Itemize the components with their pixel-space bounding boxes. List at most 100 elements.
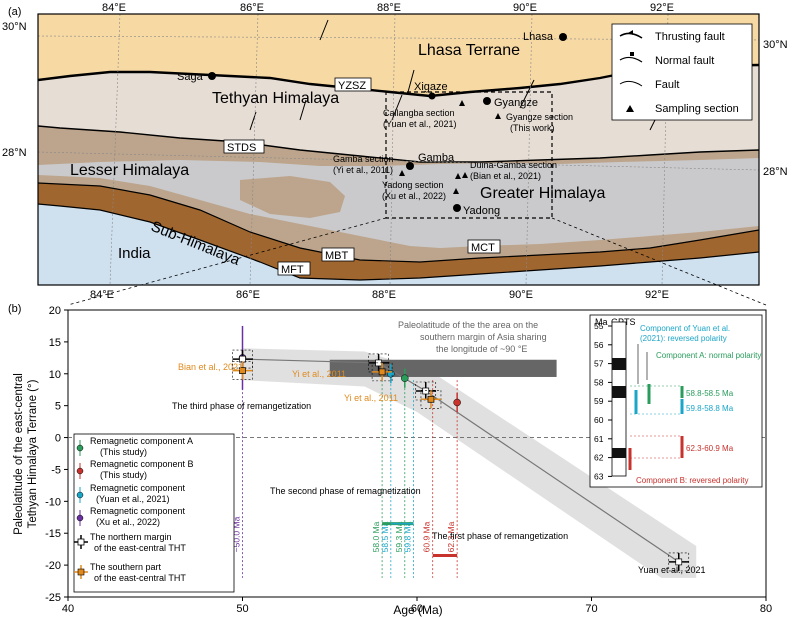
annotation-paleo-3: the longitude of ~90 °E bbox=[436, 344, 527, 354]
data-point-square bbox=[239, 367, 246, 374]
section-yadong-2: (Xu et al., 2022) bbox=[382, 191, 446, 201]
x-tick-label: 80 bbox=[760, 603, 772, 615]
section-yadong-1: Yadong section bbox=[382, 180, 443, 190]
annotation-yi-b: Yi et al., 2011 bbox=[344, 393, 398, 403]
y-tick-label: 20 bbox=[49, 305, 61, 317]
x-axis-label: Age (Ma) bbox=[393, 603, 442, 617]
y-tick-label: -5 bbox=[51, 464, 61, 476]
chart-legend: Remagnetic component A (This study) Rema… bbox=[73, 433, 235, 593]
city-gyangze: Gyangze bbox=[494, 97, 538, 109]
legend-comp-b-2: (This study) bbox=[100, 470, 147, 480]
lon-top-92: 92°E bbox=[650, 2, 674, 14]
legend-south-1: The southern part bbox=[90, 562, 162, 572]
y-tick-label: -10 bbox=[45, 496, 61, 508]
y-tick-label: 10 bbox=[49, 369, 61, 381]
sampling-sections: Cailangba section (Yuan et al., 2021) Gy… bbox=[333, 100, 573, 201]
lon-top-84: 84°E bbox=[102, 2, 126, 14]
map-tick-labels: 84°E 86°E 88°E 90°E 92°E 84°E 86°E 88°E … bbox=[2, 2, 788, 301]
y-tick-label: -20 bbox=[45, 560, 61, 572]
section-duina-1: Duina-Gamba section bbox=[470, 160, 557, 170]
section-cailangba-1: Cailangba section bbox=[383, 108, 455, 118]
annotation-paleo-1: Paleolatitude of the the area on the bbox=[398, 320, 538, 330]
cities: Lhasa Saga Xigaze Gyangze Gamba Yadong bbox=[177, 31, 567, 217]
y-tick-label: 0 bbox=[55, 433, 61, 445]
lat-right-30: 30°N bbox=[763, 39, 788, 51]
gpts-tick-label: 58 bbox=[594, 377, 604, 387]
data-point-square bbox=[378, 368, 386, 376]
asia-margin-paleolatitude-bar bbox=[329, 359, 557, 377]
age-vline-label: ~50.0 Ma bbox=[232, 516, 242, 552]
age-vline-label: 58.0 Ma bbox=[371, 521, 381, 552]
label-mct: MCT bbox=[471, 242, 495, 254]
data-point-circle bbox=[401, 374, 409, 382]
section-gyangze-1: Gyangze section bbox=[506, 112, 573, 122]
mct-fault-line bbox=[38, 182, 759, 263]
section-gamba-2: (Yi et al., 2011) bbox=[333, 165, 393, 175]
data-point-square bbox=[675, 558, 683, 566]
gpts-tick-label: 62 bbox=[594, 453, 604, 463]
gpts-comp-yuan-1: Component of Yuan et al. bbox=[640, 324, 730, 333]
gpts-chron-3 bbox=[612, 448, 626, 458]
annotation-first-phase: The first phase of remangetization bbox=[432, 531, 568, 541]
lon-bottom-92: 92°E bbox=[645, 289, 669, 301]
lat-left-30: 30°N bbox=[2, 21, 27, 33]
gpts-comp-b: Component B: reversed polarity bbox=[636, 476, 749, 485]
legend-south-2: of the east-central THT bbox=[94, 573, 186, 583]
gpts-tick-label: 55 bbox=[594, 321, 604, 331]
data-point-square bbox=[427, 395, 435, 403]
lesser-himalaya-window bbox=[240, 176, 345, 218]
sub-himalaya-region bbox=[38, 183, 759, 280]
connector-left bbox=[67, 217, 387, 306]
lon-top-88: 88°E bbox=[377, 2, 401, 14]
section-gamba-1: Gamba section bbox=[333, 154, 394, 164]
legend-comp-a-2: (This study) bbox=[100, 447, 147, 457]
gpts-tick-label: 61 bbox=[594, 434, 604, 444]
y-tick-label: -25 bbox=[45, 592, 61, 604]
gpts-chron-1 bbox=[612, 358, 626, 370]
gpts-range-1: 58.8-58.5 Ma bbox=[686, 389, 734, 398]
annotation-bian: Bian et al., 2021 bbox=[178, 362, 243, 372]
lon-top-90: 90°E bbox=[513, 2, 537, 14]
x-tick-label: 50 bbox=[236, 603, 248, 615]
legend-comp-yuan-1: Remagnetic component bbox=[90, 483, 186, 493]
legend-sampling-section: Sampling section bbox=[655, 103, 739, 115]
y-axis-label-line2: Tethyan Himalaya Terrane (°) bbox=[27, 379, 39, 528]
gpts-range-2: 59.8-58.8 Ma bbox=[686, 404, 734, 413]
legend-north-2: of the east-central THT bbox=[94, 543, 186, 553]
x-tick-label: 70 bbox=[585, 603, 597, 615]
internal-faults bbox=[249, 19, 661, 131]
x-tick-label: 40 bbox=[62, 603, 74, 615]
panel-b-label: (b) bbox=[8, 303, 21, 315]
section-duina-2: (Bian et al., 2021) bbox=[470, 171, 541, 181]
legend-fault: Fault bbox=[655, 79, 679, 91]
city-xigaze: Xigaze bbox=[414, 81, 448, 93]
label-tethyan-himalaya: Tethyan Himalaya bbox=[212, 90, 339, 107]
legend-normal-fault: Normal fault bbox=[655, 55, 714, 67]
gpts-comp-yuan-2: (2021): reversed polarity bbox=[640, 334, 727, 343]
legend-north-1: The northern margin bbox=[90, 532, 172, 542]
data-point-square bbox=[422, 387, 430, 395]
gpts-chron-2 bbox=[612, 386, 626, 398]
uncertainty-band bbox=[242, 348, 697, 578]
legend-thrusting-fault: Thrusting fault bbox=[655, 31, 725, 43]
gpts-tick-label: 60 bbox=[594, 415, 604, 425]
gpts-comp-a: Component A: normal polarity bbox=[656, 351, 761, 360]
y-tick-label: 15 bbox=[49, 337, 61, 349]
y-axis-label: Paleolatitude of the east-central Tethya… bbox=[13, 373, 39, 535]
stds-fault-line bbox=[38, 125, 759, 163]
gpts-range-3: 62.3-60.9 Ma bbox=[686, 444, 734, 453]
label-lesser-himalaya: Lesser Himalaya bbox=[70, 162, 189, 179]
annotation-yuan: Yuan et al., 2021 bbox=[638, 565, 706, 575]
data-point-circle bbox=[453, 398, 461, 407]
label-yzsz: YZSZ bbox=[338, 80, 366, 92]
age-vline-label: 59.8 Ma bbox=[403, 521, 413, 552]
panel-a-label: (a) bbox=[8, 6, 21, 18]
legend-comp-xu-2: (Xu et al., 2022) bbox=[96, 517, 160, 527]
legend-comp-a-1: Remagnetic component A bbox=[90, 436, 193, 446]
gpts-tick-label: 63 bbox=[594, 471, 604, 481]
legend-comp-xu-1: Remagnetic component bbox=[90, 506, 186, 516]
annotation-third-phase: The third phase of remangetization bbox=[172, 401, 311, 411]
